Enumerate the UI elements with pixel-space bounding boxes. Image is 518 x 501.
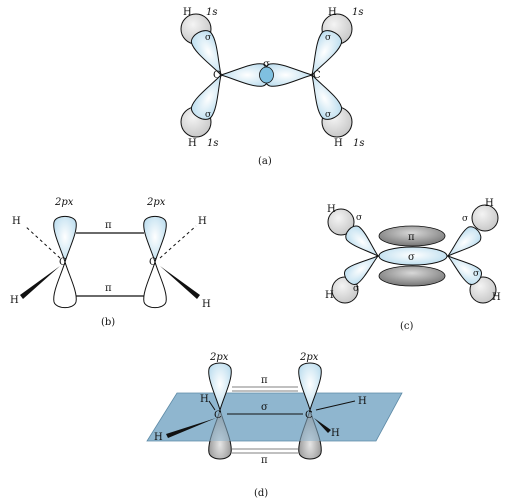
label-c: C <box>313 70 321 81</box>
caption-d: (d) <box>254 488 268 499</box>
h-1s-orbital <box>471 204 499 232</box>
label-c: C <box>59 257 67 268</box>
label-h: H <box>327 204 336 215</box>
label-sigma: σ <box>263 59 270 70</box>
plane-overlay <box>295 412 325 441</box>
label-pi: π <box>105 220 112 231</box>
label-pi: π <box>261 375 268 386</box>
label-sigma: σ <box>205 33 211 43</box>
label-c: C <box>214 410 222 421</box>
caption-b: (b) <box>101 317 115 328</box>
ch-bond <box>315 400 356 411</box>
wedge-bond <box>20 266 60 299</box>
label-h: H <box>485 198 494 209</box>
label-sigma: σ <box>353 284 359 294</box>
p-lobe-upper <box>143 215 167 263</box>
label-h: H <box>334 138 343 149</box>
ch-bond <box>208 400 216 411</box>
sp2-lobe <box>301 69 345 124</box>
label-2px: 2px <box>299 352 319 363</box>
label-sigma: σ <box>205 110 211 120</box>
label-h: H <box>183 7 192 18</box>
panel-c: π σ H H H H σ σ σ σ (c) <box>325 198 501 332</box>
label-2px: 2px <box>146 197 166 208</box>
label-c: C <box>213 70 221 81</box>
label-h: H <box>12 216 21 227</box>
label-pi: π <box>261 455 268 466</box>
caption-a: (a) <box>258 156 272 167</box>
panel-a: H 1s H 1s H 1s H 1s C C σ σ σ σ σ (a) <box>180 7 365 167</box>
label-sigma: σ <box>325 33 331 43</box>
p-lobe-upper <box>53 215 77 263</box>
label-1s: 1s <box>206 7 218 18</box>
label-sigma: σ <box>356 213 362 223</box>
label-h: H <box>200 394 209 405</box>
label-h: H <box>188 138 197 149</box>
wedge-bond <box>166 418 216 438</box>
label-h: H <box>331 428 340 439</box>
caption-c: (c) <box>400 321 414 332</box>
label-c: C <box>149 257 157 268</box>
panel-d: 2px 2px π π σ C C H H H H (d) <box>146 352 403 499</box>
label-pi: π <box>408 232 415 243</box>
label-sigma: σ <box>408 252 415 263</box>
sp2-lobe <box>301 26 345 81</box>
label-h: H <box>10 295 19 306</box>
dashed-bond <box>159 225 197 259</box>
wedge-bond <box>160 266 200 299</box>
label-h: H <box>202 299 211 310</box>
p-lobe-lower <box>143 261 167 309</box>
label-h: H <box>328 7 337 18</box>
label-sigma: σ <box>325 110 331 120</box>
sigma-overlap <box>259 66 274 84</box>
p-lobe-lower <box>53 261 77 309</box>
label-1s: 1s <box>353 138 365 149</box>
pi-cloud-lower <box>378 265 446 287</box>
h-1s-orbital <box>327 208 355 236</box>
label-c: C <box>305 410 313 421</box>
panel-b: H H H H C C 2px 2px π π (b) <box>10 197 211 328</box>
label-1s: 1s <box>207 138 219 149</box>
label-pi: π <box>105 283 112 294</box>
dashed-bond <box>24 225 61 259</box>
label-2px: 2px <box>209 352 229 363</box>
wedge-bond <box>314 418 331 433</box>
h-1s-orbital <box>469 276 497 304</box>
label-h: H <box>358 396 367 407</box>
label-sigma: σ <box>473 269 479 279</box>
label-h: H <box>154 432 163 443</box>
label-sigma: σ <box>462 214 468 224</box>
label-h: H <box>492 292 501 303</box>
label-h: H <box>325 290 334 301</box>
label-2px: 2px <box>54 197 74 208</box>
label-1s: 1s <box>352 7 364 18</box>
label-sigma: σ <box>261 402 268 413</box>
label-h: H <box>198 216 207 227</box>
sigma-bond-cloud <box>378 246 448 266</box>
pi-cloud-upper <box>378 225 446 247</box>
